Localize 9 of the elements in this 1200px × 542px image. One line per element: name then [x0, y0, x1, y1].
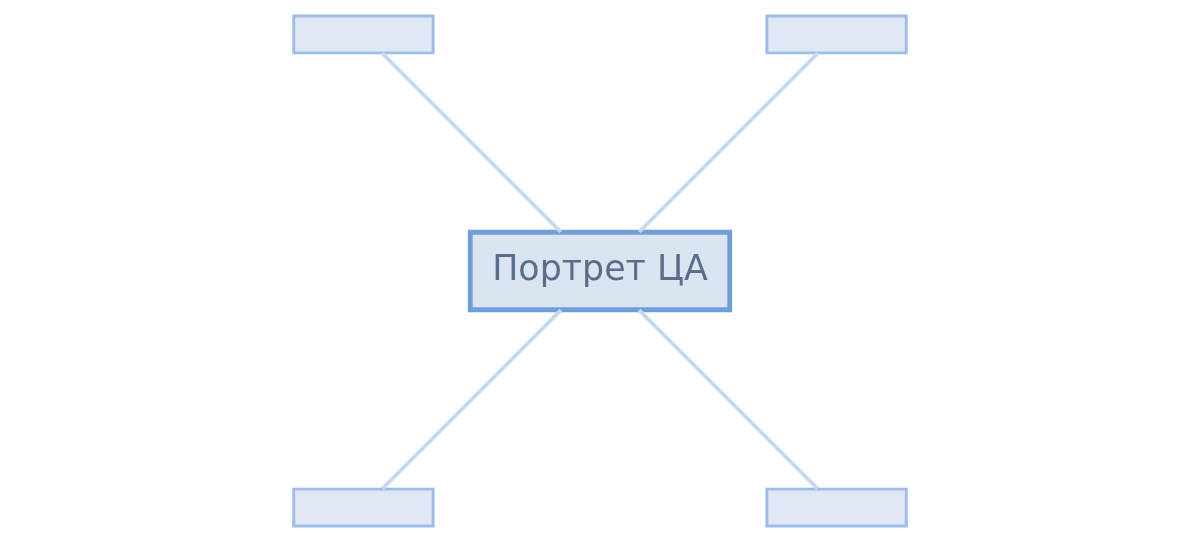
connector: [637, 308, 820, 491]
connector: [380, 51, 563, 234]
connector: [637, 51, 820, 234]
node-box: [292, 14, 435, 55]
node-box: [765, 14, 908, 55]
node-box: [765, 487, 908, 528]
node-box: [292, 487, 435, 528]
node-box: Портрет ЦА: [467, 229, 733, 313]
connector: [380, 308, 563, 491]
